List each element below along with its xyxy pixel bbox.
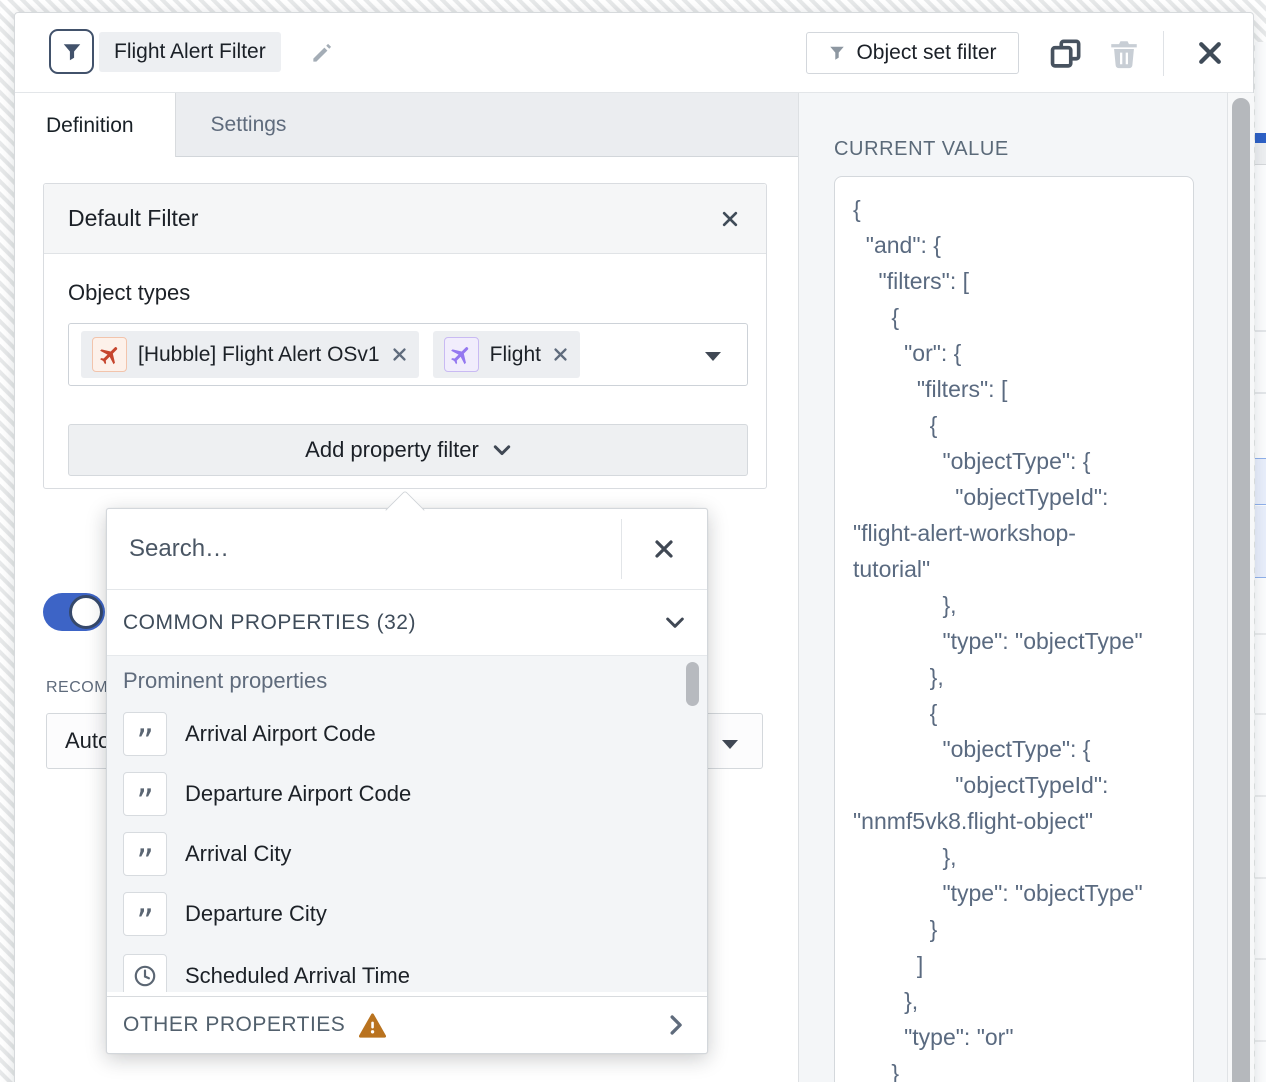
dialog-header: Flight Alert Filter Object set filter (15, 13, 1253, 93)
property-item-label: Departure City (185, 901, 327, 926)
toggle-knob (69, 595, 103, 629)
object-type-tag[interactable]: Flight (432, 331, 580, 378)
common-properties-label: COMMON PROPERTIES (32) (123, 610, 416, 634)
search-input[interactable] (129, 527, 609, 571)
panel-scrollbar-thumb[interactable] (1232, 98, 1250, 1082)
property-list: Prominent properties ” Arrival Airport C… (107, 656, 707, 992)
list-scrollbar-thumb[interactable] (686, 662, 699, 706)
recommended-label: RECOM (46, 679, 109, 696)
background-page-sliver (1255, 42, 1266, 1082)
property-item-label: Arrival City (185, 841, 292, 866)
other-properties-label: OTHER PROPERTIES (123, 1013, 346, 1036)
background-blue-bar (1255, 133, 1266, 143)
other-properties-row[interactable]: OTHER PROPERTIES (107, 996, 707, 1053)
current-value-json: { "and": { "filters": [ { "or": { "filte… (853, 196, 1143, 1082)
object-set-filter-button[interactable]: Object set filter (806, 32, 1019, 74)
plane-icon (443, 337, 479, 372)
object-type-tag-label: [Hubble] Flight Alert OSv1 (138, 342, 380, 366)
filter-dialog-panel: Flight Alert Filter Object set filter De… (14, 12, 1254, 1082)
edit-pencil-icon[interactable] (309, 40, 335, 66)
search-row (107, 509, 707, 590)
caret-down-icon[interactable] (703, 350, 723, 362)
auto-dropdown-value: Auto (65, 728, 111, 753)
property-item[interactable]: ” Arrival City (107, 824, 707, 884)
plane-icon (92, 337, 127, 372)
tab-definition[interactable]: Definition (15, 93, 176, 158)
definition-pane: Default Filter Object types [Hubble] Fli… (15, 157, 798, 1082)
quote-icon: ” (123, 832, 167, 879)
filter-title[interactable]: Flight Alert Filter (99, 32, 281, 72)
chevron-right-icon (670, 1014, 683, 1036)
chevron-down-icon (665, 617, 685, 629)
default-filter-title: Default Filter (68, 205, 199, 231)
remove-tag-icon[interactable] (391, 346, 408, 363)
current-value-header: CURRENT VALUE (834, 138, 1009, 160)
quote-icon: ” (123, 892, 167, 939)
property-item-label: Scheduled Arrival Time (185, 963, 410, 988)
caret-down-icon (720, 738, 740, 750)
property-item[interactable]: ” Departure Airport Code (107, 764, 707, 824)
object-types-label: Object types (68, 280, 191, 305)
prominent-properties-label: Prominent properties (123, 668, 328, 693)
remove-default-filter-icon[interactable] (720, 209, 740, 229)
default-filter-card-header: Default Filter (44, 184, 766, 254)
default-filter-card: Default Filter Object types [Hubble] Fli… (43, 183, 767, 489)
quote-icon: ” (123, 772, 167, 819)
tab-bar: Definition Settings (15, 93, 798, 158)
property-picker-popup: COMMON PROPERTIES (32) Prominent propert… (106, 490, 708, 1054)
toggle-switch[interactable] (43, 593, 105, 631)
tab-settings[interactable]: Settings (210, 113, 287, 136)
filter-icon (828, 44, 846, 62)
add-property-filter-label: Add property filter (305, 437, 479, 462)
object-types-input[interactable]: [Hubble] Flight Alert OSv1 Flight (68, 323, 748, 386)
common-properties-section[interactable]: COMMON PROPERTIES (32) (107, 590, 707, 656)
duplicate-icon[interactable] (1047, 35, 1085, 73)
filter-icon (61, 41, 83, 63)
property-item-label: Arrival Airport Code (185, 721, 376, 746)
object-type-tag[interactable]: [Hubble] Flight Alert OSv1 (81, 331, 419, 378)
header-divider (1163, 31, 1164, 76)
close-icon[interactable] (1195, 38, 1225, 68)
panel-scrollbar-track[interactable] (1227, 93, 1254, 1082)
object-type-tag-label: Flight (489, 342, 541, 366)
property-item[interactable]: Scheduled Arrival Time (107, 946, 707, 992)
warning-icon (359, 1012, 387, 1038)
property-item[interactable]: ” Departure City (107, 884, 707, 944)
clear-search-icon[interactable] (652, 537, 676, 561)
chevron-down-icon (493, 444, 511, 456)
property-item[interactable]: ” Arrival Airport Code (107, 704, 707, 764)
object-set-filter-label: Object set filter (856, 41, 997, 64)
property-item-label: Departure Airport Code (185, 781, 412, 806)
current-value-json-box: { "and": { "filters": [ { "or": { "filte… (834, 176, 1194, 1082)
remove-tag-icon[interactable] (552, 346, 569, 363)
clock-icon (123, 954, 167, 992)
filter-logo-badge (49, 29, 94, 74)
trash-icon[interactable] (1107, 37, 1141, 71)
current-value-pane: CURRENT VALUE { "and": { "filters": [ { … (798, 93, 1227, 1082)
add-property-filter-button[interactable]: Add property filter (68, 424, 748, 476)
search-divider (621, 519, 622, 579)
quote-icon: ” (123, 712, 167, 759)
